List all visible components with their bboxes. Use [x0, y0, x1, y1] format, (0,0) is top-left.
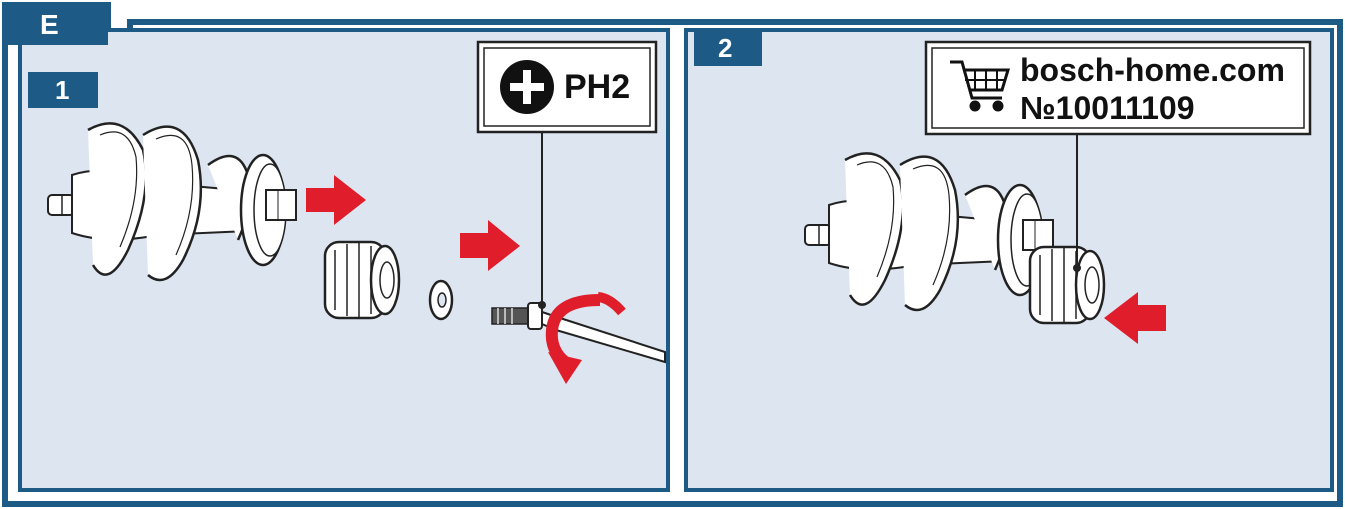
section-label: E	[40, 9, 59, 41]
step-2-number: 2	[718, 33, 732, 64]
nut-icon	[1030, 247, 1104, 323]
website-label: bosch-home.com	[1020, 52, 1285, 89]
nut-icon	[325, 242, 399, 318]
bit-size-label: PH2	[564, 68, 630, 107]
washer-icon	[430, 281, 452, 319]
step-1-number: 1	[55, 75, 69, 106]
part-number-label: №10011109	[1020, 90, 1195, 127]
phillips-screwdriver-icon	[500, 60, 554, 114]
